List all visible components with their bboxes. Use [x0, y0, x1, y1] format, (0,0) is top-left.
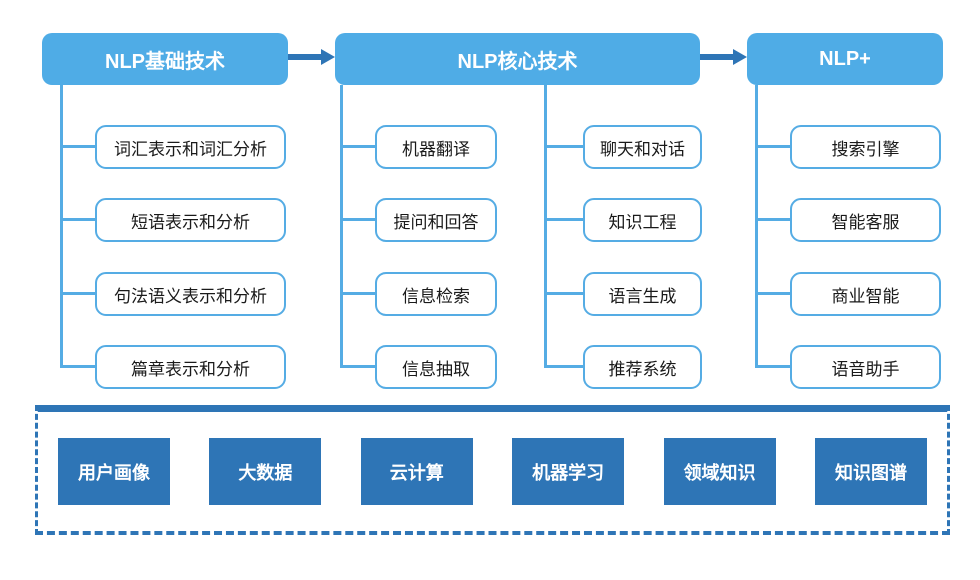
connector-stub [340, 292, 375, 295]
connector-stub [60, 218, 95, 221]
foundation-item-user-profile: 用户画像 [58, 438, 170, 505]
connector-stub [544, 292, 583, 295]
foundation-panel: 用户画像 大数据 云计算 机器学习 领域知识 知识图谱 [35, 405, 950, 535]
connector-stub [60, 145, 95, 148]
connector-stub [755, 365, 790, 368]
connector-stub [340, 365, 375, 368]
node-recommender-system: 推荐系统 [583, 345, 702, 389]
node-chat-dialogue: 聊天和对话 [583, 125, 702, 169]
node-machine-translation: 机器翻译 [375, 125, 497, 169]
connector-stub [755, 292, 790, 295]
connector-stub [544, 365, 583, 368]
node-information-extraction: 信息抽取 [375, 345, 497, 389]
connector-stub [755, 145, 790, 148]
node-syntax-semantics: 句法语义表示和分析 [95, 272, 286, 316]
node-voice-assistant: 语音助手 [790, 345, 941, 389]
node-search-engine: 搜索引擎 [790, 125, 941, 169]
node-smart-customer-service: 智能客服 [790, 198, 941, 242]
foundation-item-domain-knowledge: 领域知识 [663, 438, 776, 505]
node-business-intelligence: 商业智能 [790, 272, 941, 316]
connector-stub [544, 145, 583, 148]
node-information-retrieval: 信息检索 [375, 272, 497, 316]
header-nlp-core-tech: NLP核心技术 [335, 33, 700, 85]
connector-vertical [340, 85, 343, 367]
connector-stub [340, 145, 375, 148]
node-question-answering: 提问和回答 [375, 198, 497, 242]
node-phrase-analysis: 短语表示和分析 [95, 198, 286, 242]
foundation-item-cloud-computing: 云计算 [360, 438, 473, 505]
header-nlp-plus: NLP+ [747, 33, 943, 85]
node-discourse-analysis: 篇章表示和分析 [95, 345, 286, 389]
node-knowledge-engineering: 知识工程 [583, 198, 702, 242]
foundation-item-big-data: 大数据 [209, 438, 322, 505]
node-language-generation: 语言生成 [583, 272, 702, 316]
connector-vertical [544, 85, 547, 367]
header-nlp-basic-tech: NLP基础技术 [42, 33, 288, 85]
connector-stub [544, 218, 583, 221]
connector-vertical [60, 85, 63, 367]
connector-stub [60, 292, 95, 295]
connector-vertical [755, 85, 758, 367]
node-lexical-representation: 词汇表示和词汇分析 [95, 125, 286, 169]
connector-stub [755, 218, 790, 221]
foundation-item-machine-learning: 机器学习 [512, 438, 625, 505]
connector-stub [60, 365, 95, 368]
foundation-item-knowledge-graph: 知识图谱 [814, 438, 927, 505]
connector-stub [340, 218, 375, 221]
